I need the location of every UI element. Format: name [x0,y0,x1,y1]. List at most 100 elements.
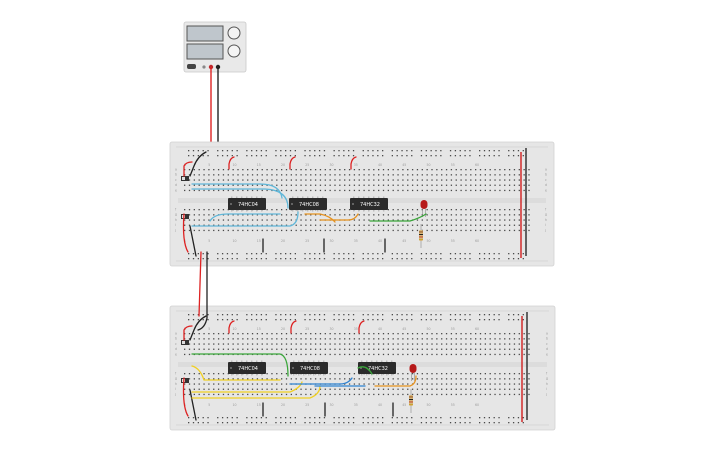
terminal-hole[interactable] [276,393,278,396]
terminal-hole[interactable] [373,388,375,390]
terminal-hole[interactable] [295,378,297,380]
terminal-hole[interactable] [300,179,302,181]
jumper-wire[interactable] [228,320,235,334]
rail-hole[interactable] [285,422,287,424]
rail-hole[interactable] [483,258,486,260]
terminal-hole[interactable] [378,229,380,232]
terminal-hole[interactable] [232,169,234,171]
terminal-hole[interactable] [411,338,414,340]
jumper-wire[interactable] [191,385,321,399]
rail-hole[interactable] [469,422,471,424]
rail-hole[interactable] [440,150,442,152]
terminal-hole[interactable] [479,393,482,396]
terminal-hole[interactable] [305,348,307,350]
terminal-hole[interactable] [441,343,443,345]
terminal-hole[interactable] [368,174,370,176]
terminal-hole[interactable] [256,388,259,390]
terminal-hole[interactable] [523,224,525,226]
terminal-hole[interactable] [402,209,404,211]
terminal-hole[interactable] [450,179,453,181]
terminal-hole[interactable] [411,348,414,350]
terminal-hole[interactable] [445,229,448,232]
terminal-hole[interactable] [193,333,195,335]
rail-hole[interactable] [362,422,364,424]
terminal-hole[interactable] [237,338,239,340]
terminal-hole[interactable] [237,348,239,350]
terminal-hole[interactable] [188,343,191,345]
rail-hole[interactable] [488,253,490,255]
rail-hole[interactable] [522,319,524,321]
terminal-hole[interactable] [329,189,331,192]
rail-hole[interactable] [207,417,209,419]
terminal-hole[interactable] [334,229,336,232]
rail-hole[interactable] [255,150,258,152]
terminal-hole[interactable] [387,333,389,335]
terminal-hole[interactable] [261,229,263,232]
rail-hole[interactable] [275,422,277,424]
terminal-hole[interactable] [363,169,365,171]
rail-hole[interactable] [309,417,311,419]
terminal-hole[interactable] [436,333,438,335]
rail-hole[interactable] [449,253,452,255]
terminal-hole[interactable] [479,224,482,226]
terminal-hole[interactable] [266,338,268,340]
rail-hole[interactable] [382,422,384,424]
rail-hole[interactable] [362,253,364,255]
rail-hole[interactable] [314,417,316,419]
rail-hole[interactable] [488,417,490,419]
terminal-hole[interactable] [528,209,530,211]
terminal-hole[interactable] [402,383,404,385]
rail-hole[interactable] [323,319,326,321]
terminal-hole[interactable] [319,189,322,192]
terminal-hole[interactable] [465,219,467,221]
terminal-hole[interactable] [518,373,520,375]
terminal-hole[interactable] [455,189,457,192]
terminal-hole[interactable] [489,229,491,232]
rail-hole[interactable] [435,258,437,260]
terminal-hole[interactable] [373,224,375,226]
terminal-hole[interactable] [227,343,229,345]
rail-hole[interactable] [207,314,209,316]
terminal-hole[interactable] [261,383,263,385]
terminal-hole[interactable] [276,219,278,221]
terminal-hole[interactable] [484,229,486,232]
rail-hole[interactable] [517,319,520,321]
terminal-hole[interactable] [348,209,351,211]
terminal-hole[interactable] [348,184,351,186]
rail-hole[interactable] [207,258,209,260]
rail-hole[interactable] [406,150,408,152]
terminal-hole[interactable] [479,179,482,181]
rail-hole[interactable] [275,253,277,255]
terminal-hole[interactable] [281,189,283,192]
terminal-hole[interactable] [387,378,389,380]
rail-hole[interactable] [265,319,267,321]
terminal-hole[interactable] [266,179,268,181]
terminal-hole[interactable] [407,383,409,385]
ic-chip[interactable] [289,198,327,210]
terminal-hole[interactable] [508,383,511,385]
rail-hole[interactable] [338,422,340,424]
rail-hole[interactable] [197,319,199,321]
terminal-hole[interactable] [247,338,249,340]
terminal-hole[interactable] [295,393,297,396]
jumper-wire[interactable] [319,213,359,221]
terminal-hole[interactable] [479,184,482,186]
terminal-hole[interactable] [188,383,191,385]
rail-hole[interactable] [401,422,403,424]
terminal-hole[interactable] [208,333,210,335]
terminal-hole[interactable] [460,174,462,176]
terminal-hole[interactable] [213,338,215,340]
terminal-hole[interactable] [465,393,467,396]
terminal-hole[interactable] [319,353,322,356]
terminal-hole[interactable] [227,378,229,380]
terminal-hole[interactable] [382,219,385,221]
rail-hole[interactable] [372,155,374,157]
terminal-hole[interactable] [222,378,225,380]
terminal-hole[interactable] [368,343,370,345]
terminal-hole[interactable] [470,333,472,335]
terminal-hole[interactable] [387,179,389,181]
rail-hole[interactable] [517,155,520,157]
terminal-hole[interactable] [445,174,448,176]
terminal-hole[interactable] [242,229,244,232]
terminal-hole[interactable] [363,229,365,232]
